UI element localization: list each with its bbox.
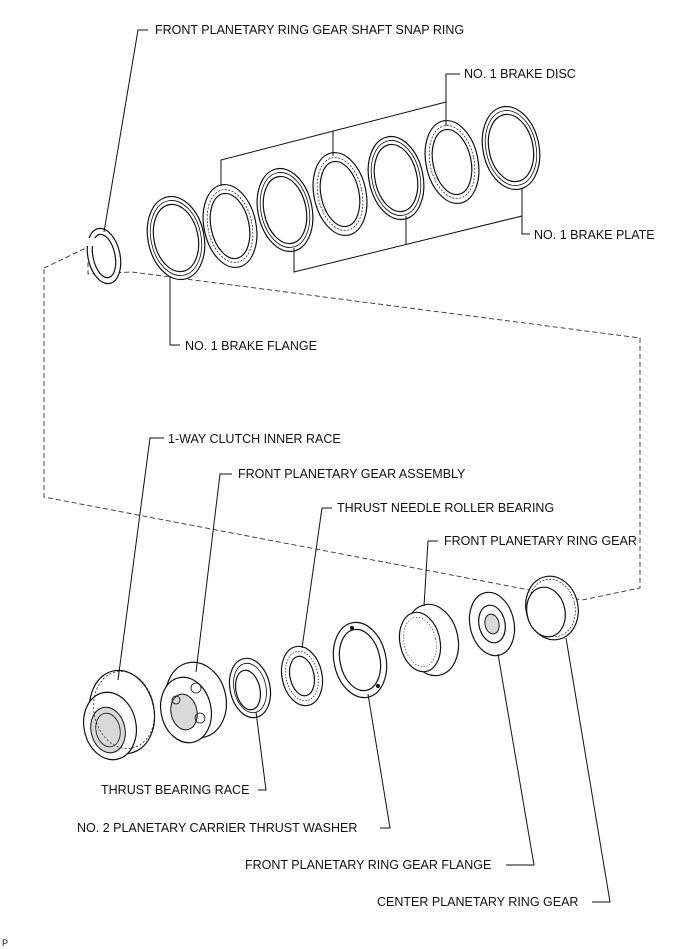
label-snap-ring: FRONT PLANETARY RING GEAR SHAFT SNAP RIN… <box>155 23 464 37</box>
label-front-planetary-ring-gear: FRONT PLANETARY RING GEAR <box>444 534 637 548</box>
one-way-clutch-inner-race <box>83 669 156 761</box>
leader-thrust-washer <box>367 693 391 829</box>
brake-flange <box>146 195 206 281</box>
front-planetary-ring-gear <box>398 603 460 677</box>
brake-disc-3 <box>312 151 368 237</box>
leader-snap-ring <box>103 29 148 233</box>
leader-brake-flange <box>169 276 180 346</box>
leader-brake-disc <box>220 73 460 186</box>
label-thrust-needle-roller-bearing: THRUST NEEDLE ROLLER BEARING <box>337 501 554 515</box>
center-planetary-ring-gear <box>525 575 579 641</box>
label-brake-plate: NO. 1 BRAKE PLATE <box>534 228 655 242</box>
front-planetary-ring-gear-flange <box>468 591 516 657</box>
brake-plate-4 <box>367 135 425 221</box>
label-one-way-clutch-inner-race: 1-WAY CLUTCH INNER RACE <box>168 432 341 446</box>
brake-disc-5 <box>424 119 480 205</box>
leader-thrust-needle-roller-bearing <box>301 507 332 649</box>
thrust-needle-roller-bearing <box>280 645 324 707</box>
label-brake-disc: NO. 1 BRAKE DISC <box>464 67 576 81</box>
brake-disc-1 <box>202 183 258 269</box>
label-thrust-washer: NO. 2 PLANETARY CARRIER THRUST WASHER <box>77 821 357 835</box>
label-brake-flange: NO. 1 BRAKE FLANGE <box>185 339 317 353</box>
planetary-carrier-thrust-washer <box>332 621 388 699</box>
brake-plate-6 <box>481 105 541 191</box>
front-planetary-gear-assembly <box>160 661 227 744</box>
leader-ring-gear-flange <box>497 653 535 866</box>
figure-code: P <box>2 938 8 948</box>
label-ring-gear-flange: FRONT PLANETARY RING GEAR FLANGE <box>245 858 491 872</box>
label-center-ring-gear: CENTER PLANETARY RING GEAR <box>377 895 578 909</box>
brake-plate-2 <box>256 167 314 253</box>
leader-front-planetary-gear-assembly <box>195 473 232 673</box>
leader-thrust-bearing-race <box>255 711 267 791</box>
label-front-planetary-gear-assembly: FRONT PLANETARY GEAR ASSEMBLY <box>238 467 466 481</box>
leader-brake-plate <box>293 188 530 273</box>
leader-front-planetary-ring-gear <box>423 540 438 607</box>
thrust-bearing-race <box>228 657 272 719</box>
snap-ring <box>86 227 122 285</box>
label-thrust-bearing-race: THRUST BEARING RACE <box>101 783 249 797</box>
leader-one-way-clutch <box>117 437 164 681</box>
leader-center-ring-gear <box>565 637 611 903</box>
